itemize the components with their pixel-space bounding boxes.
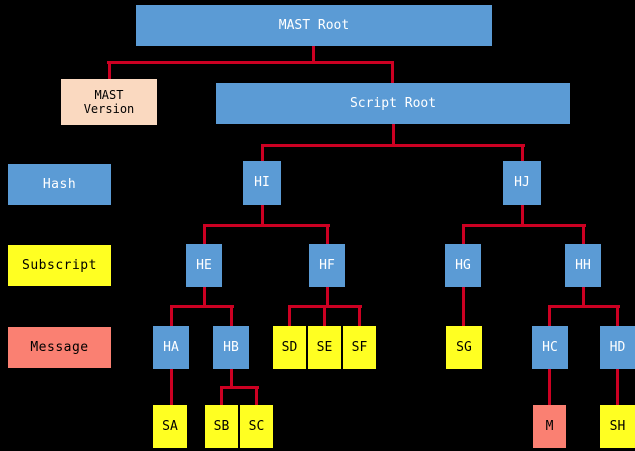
ha-to-sa	[170, 369, 173, 405]
hb-stem	[230, 369, 233, 387]
hj-stem	[521, 205, 524, 225]
se-drop	[323, 306, 326, 326]
legend-swatch-hash: Hash	[8, 164, 111, 205]
hf-drop	[326, 225, 329, 244]
node-HD: HD	[600, 326, 635, 369]
hi-bus	[203, 224, 330, 227]
hg-to-sg	[462, 287, 465, 326]
node-HA: HA	[153, 326, 189, 369]
legend-swatch-subscript: Subscript	[8, 245, 111, 286]
node-HB: HB	[213, 326, 249, 369]
hh-drop	[582, 225, 585, 244]
node-mast_version: MAST Version	[61, 79, 157, 125]
mast-root-bus	[107, 61, 394, 64]
he-bus	[170, 305, 234, 308]
script-root-bus	[261, 144, 525, 147]
node-HJ: HJ	[503, 161, 541, 205]
hf-stem	[326, 287, 329, 306]
node-M: M	[533, 405, 566, 448]
script-root-drop	[391, 62, 394, 83]
hc-drop	[548, 306, 551, 326]
hh-stem	[582, 287, 585, 306]
sd-drop	[288, 306, 291, 326]
sf-drop	[358, 306, 361, 326]
hg-drop	[462, 225, 465, 244]
hc-to-m	[548, 369, 551, 405]
hd-drop	[616, 306, 619, 326]
node-SE: SE	[308, 326, 341, 369]
script-root-stem	[392, 124, 395, 145]
ha-drop	[170, 306, 173, 326]
node-SH: SH	[600, 405, 635, 448]
hb-drop	[230, 306, 233, 326]
node-HI: HI	[243, 161, 281, 205]
he-drop	[203, 225, 206, 244]
hh-bus	[548, 305, 620, 308]
node-HC: HC	[532, 326, 568, 369]
node-SD: SD	[273, 326, 306, 369]
node-HE: HE	[186, 244, 222, 287]
node-HG: HG	[445, 244, 481, 287]
sc-drop	[255, 387, 258, 405]
hd-to-sh	[616, 369, 619, 405]
legend-swatch-message: Message	[8, 327, 111, 368]
node-SC: SC	[240, 405, 273, 448]
node-SA: SA	[153, 405, 187, 448]
sb-drop	[220, 387, 223, 405]
mast-version-drop	[108, 62, 111, 79]
node-HF: HF	[309, 244, 345, 287]
node-mast_root: MAST Root	[136, 5, 492, 46]
node-SG: SG	[446, 326, 482, 369]
hj-bus	[462, 224, 586, 227]
hb-bus	[220, 386, 259, 389]
node-script_root: Script Root	[216, 83, 570, 124]
node-SF: SF	[343, 326, 376, 369]
mast-root-stem	[312, 46, 315, 62]
node-HH: HH	[565, 244, 601, 287]
hi-drop	[261, 145, 264, 161]
hj-drop	[521, 145, 524, 161]
node-SB: SB	[205, 405, 238, 448]
he-stem	[203, 287, 206, 306]
hi-stem	[261, 205, 264, 225]
